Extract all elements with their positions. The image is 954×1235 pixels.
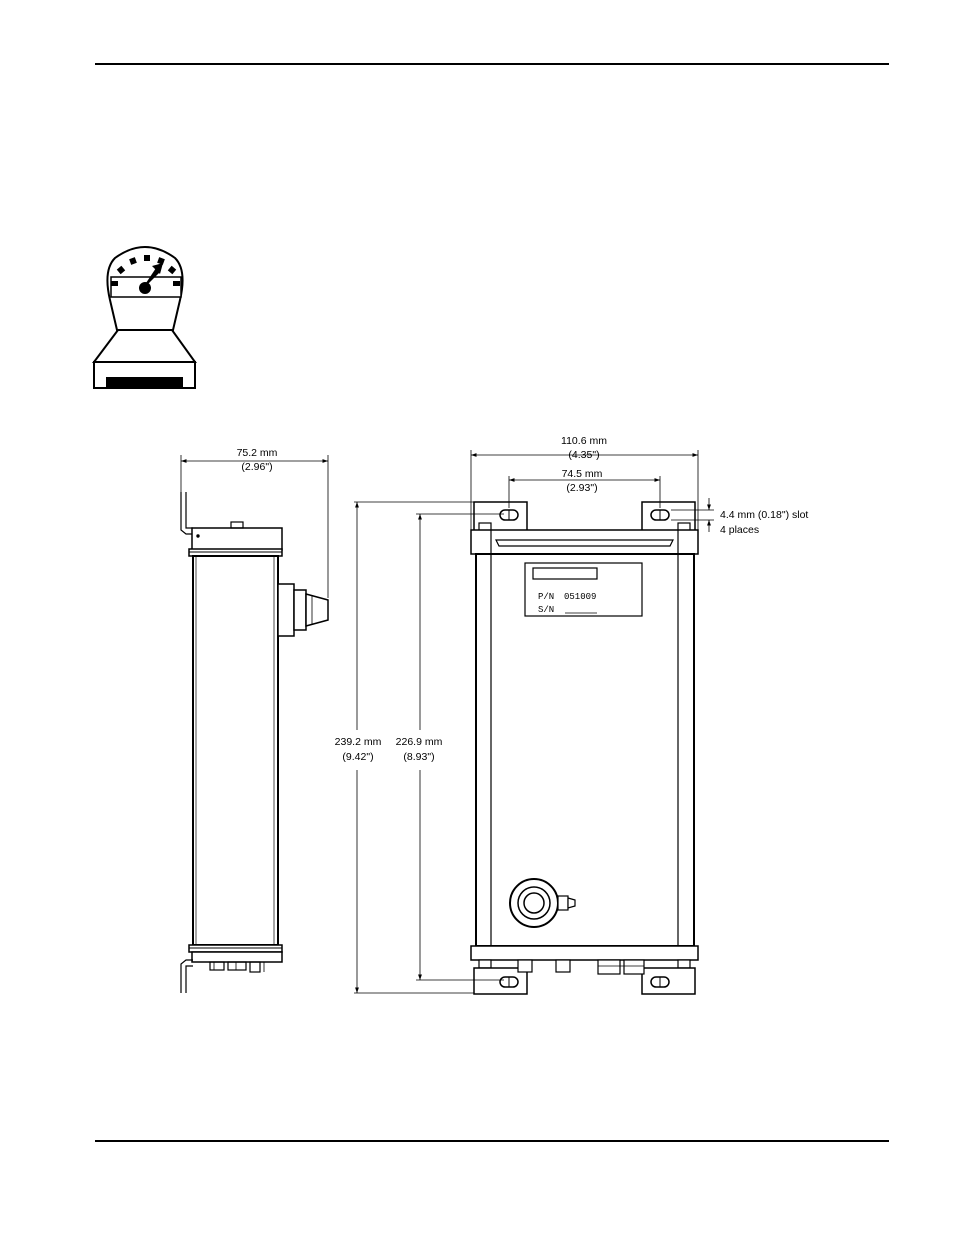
slot-spacing-mm: 74.5 mm (562, 468, 603, 480)
overall-height-dimension (354, 501, 474, 994)
slot-count: 4 places (720, 524, 759, 536)
slot-spacing-dimension (508, 476, 661, 508)
slot-height-dimension (416, 513, 504, 981)
sn-label: S/N (538, 605, 554, 615)
footer-rule (95, 1140, 889, 1142)
side-width-mm: 75.2 mm (237, 447, 278, 459)
front-width-dimension (470, 450, 699, 530)
front-width-mm: 110.6 mm (561, 435, 607, 447)
header-rule (95, 63, 889, 65)
slot-size: 4.4 mm (0.18") slot (720, 509, 808, 521)
pressure-gauge-icon (92, 246, 197, 389)
side-view (180, 492, 329, 993)
slot-height-in: (8.93") (403, 751, 434, 763)
front-view (470, 501, 699, 995)
overall-height-mm: 239.2 mm (335, 736, 382, 748)
slot-spacing-in: (2.93") (566, 482, 597, 494)
pn-label: P/N (538, 592, 554, 602)
front-width-in: (4.35") (568, 449, 599, 461)
slot-height-mm: 226.9 mm (396, 736, 443, 748)
slot-size-dimension (671, 498, 714, 532)
side-width-in: (2.96") (241, 461, 272, 473)
side-width-dimension (180, 455, 329, 598)
pn-value: 051009 (564, 592, 596, 602)
overall-height-in: (9.42") (342, 751, 373, 763)
